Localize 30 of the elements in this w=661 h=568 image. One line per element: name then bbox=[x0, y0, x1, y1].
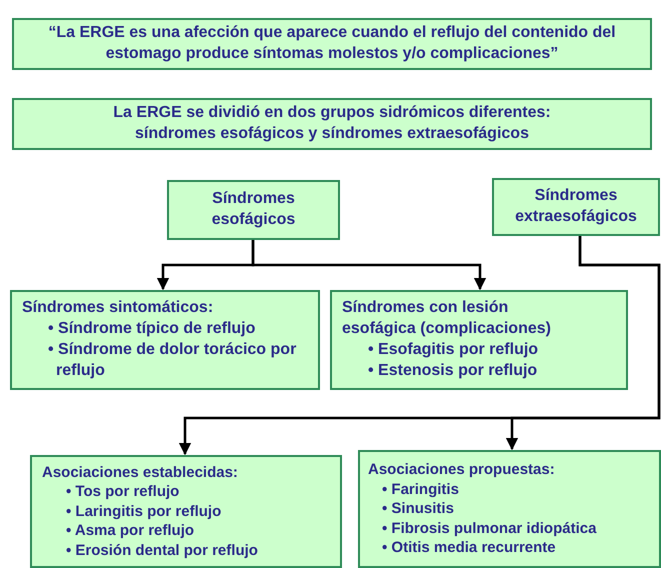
list-item: • Síndrome típico de reflujo bbox=[48, 319, 256, 340]
list-item: • Laringitis por reflujo bbox=[66, 502, 222, 522]
text-box bbox=[492, 178, 660, 236]
box-text: Síndromes sintomáticos: bbox=[22, 298, 214, 318]
text-box bbox=[167, 180, 340, 240]
box-text: Asociaciones establecidas: bbox=[42, 462, 239, 482]
text-box bbox=[10, 290, 320, 390]
text-box bbox=[358, 450, 661, 568]
box-text: “La ERGE es una afección que aparece cuando el reflujo del contenido del estomago produce síntomas molestos y/o complicaciones” bbox=[47, 23, 617, 64]
list-item: • Erosión dental por reflujo bbox=[66, 540, 259, 560]
list-item: • Esofagitis por reflujo bbox=[368, 340, 540, 360]
box-text: La ERGE se dividió en dos grupos sidrómicos diferentes: síndromes esofágicos y síndromes extraesofágicos bbox=[112, 103, 552, 144]
list-item: • Otitis media recurrente bbox=[382, 538, 557, 558]
text-box bbox=[12, 18, 652, 70]
text-box bbox=[12, 98, 652, 150]
box-text: Asociaciones propuestas: bbox=[368, 460, 556, 480]
list-item: • Tos por reflujo bbox=[66, 482, 180, 502]
list-item: • Faringitis bbox=[382, 480, 460, 500]
box-text: Síndromes extraesofágicos bbox=[514, 186, 638, 227]
text-box bbox=[330, 290, 628, 390]
list-item: • Estenosis por reflujo bbox=[368, 360, 538, 381]
arrow bbox=[506, 236, 660, 450]
list-item: • Fibrosis pulmonar idiopática bbox=[382, 518, 598, 538]
list-item: • Síndrome de dolor torácico por reflujo bbox=[48, 340, 298, 381]
box-text: Síndromes con lesión esofágica (complicaciones) bbox=[342, 298, 552, 340]
box-text: Síndromes esofágicos bbox=[210, 189, 296, 230]
list-item: • Asma por reflujo bbox=[66, 521, 196, 541]
list-item: • Sinusitis bbox=[382, 499, 455, 519]
text-box bbox=[30, 455, 342, 568]
arrow bbox=[252, 240, 486, 290]
